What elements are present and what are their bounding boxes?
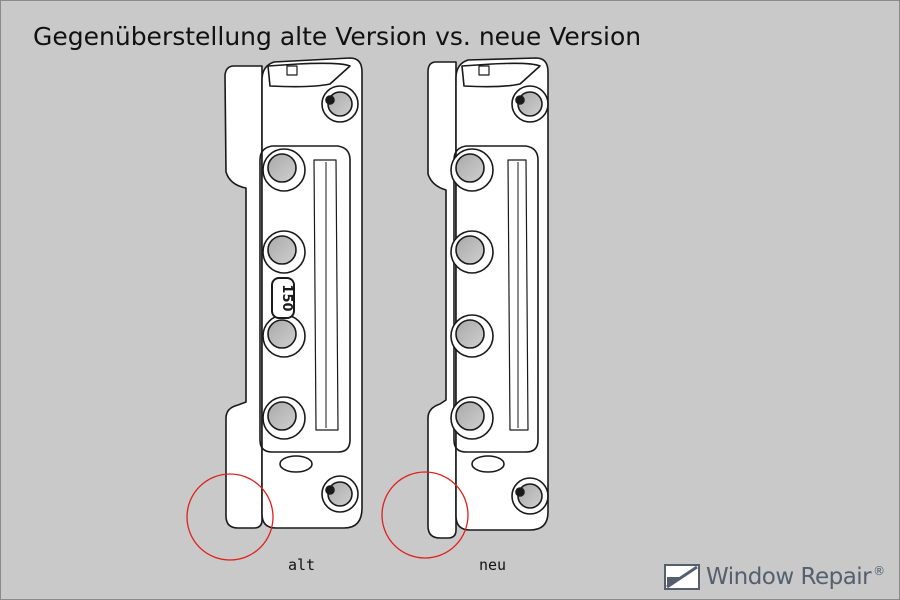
logo-text: Window Repair: [706, 564, 872, 590]
window-logo-icon: [664, 564, 700, 590]
hinge-new-version: [427, 57, 549, 539]
caption-new: neu: [479, 556, 507, 574]
caption-old: alt: [288, 556, 316, 574]
highlight-circle-new: [381, 471, 469, 559]
page-title: Gegenüberstellung alte Version vs. neue …: [33, 22, 642, 51]
brand-logo: Window Repair ®: [664, 562, 885, 592]
hinge-old-version: [224, 57, 363, 529]
highlight-circle-old: [186, 473, 274, 561]
registered-mark: ®: [873, 564, 886, 578]
size-marking: 150: [279, 284, 294, 311]
